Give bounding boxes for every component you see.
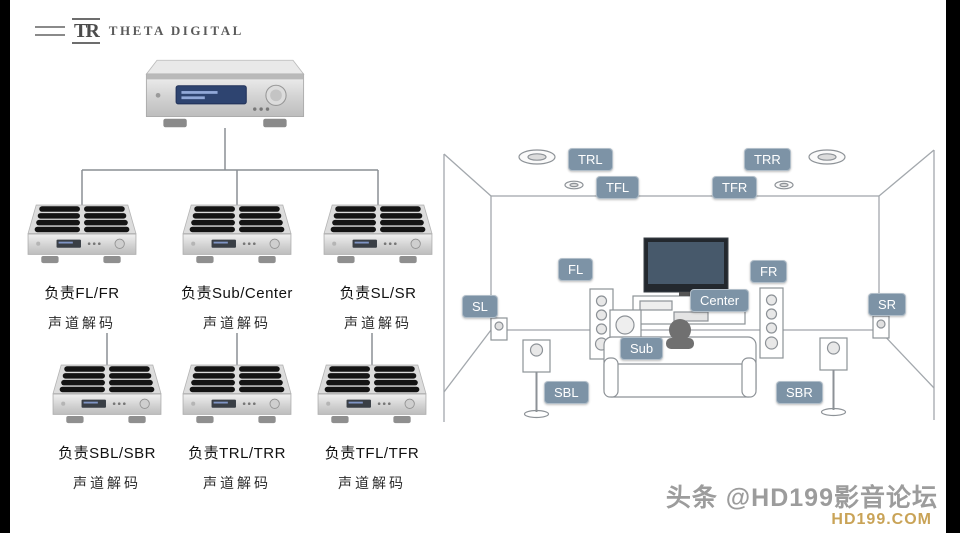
speaker-badge-tfl: TFL [596,176,640,199]
speaker-badge-center: Center [690,289,750,312]
left-letterbox-bar [0,0,10,533]
amp-role-label: 负责SL/SR [339,285,417,303]
tv-icon [643,237,729,296]
speaker-badge-sub: Sub [620,337,664,360]
ceiling-speaker-icons [518,149,846,190]
speaker-badge-tfr: TFR [712,176,758,199]
rear-stand-speaker-icons [522,337,848,419]
amplifier-unit-sub-center: 负责Sub/Center 声道解码 [172,203,302,333]
watermark-url: HD199.COM [831,511,932,528]
amp-sub-label: 声道解码 [343,315,412,332]
amplifier-unit-tfl-tfr: 负责TFL/TFR 声道解码 [307,363,437,493]
watermark: 头条 @HD199影音论坛 HD199.COM [666,478,938,529]
amplifier-image [323,204,433,264]
amp-role-label: 负责SBL/SBR [58,445,156,463]
logo-flourish-lines [35,26,65,36]
amp-role-label: 负责Sub/Center [181,285,293,303]
amplifier-image [52,364,162,424]
amplifier-unit-trl-trr: 负责TRL/TRR 声道解码 [172,363,302,493]
theta-logo-icon: TR [72,18,100,44]
speaker-badge-fl: FL [558,258,594,281]
brand-header: TR THETA DIGITAL [35,16,244,46]
speaker-badge-sbr: SBR [776,381,823,404]
room-line-art [443,149,935,422]
speaker-badge-sbl: SBL [544,381,589,404]
amp-sub-label: 声道解码 [47,315,116,332]
amplifier-image [182,364,292,424]
speaker-badge-trr: TRR [744,148,791,171]
amp-role-label: 负责TRL/TRR [188,445,286,463]
amp-role-label: 负责TFL/TFR [324,445,420,463]
amp-sub-label: 声道解码 [202,315,271,332]
listener-icon [666,319,694,349]
av-processor-art [145,59,305,128]
right-letterbox-bar [946,0,960,533]
subwoofer-icon [609,309,642,341]
amplifier-image [182,204,292,264]
amp-sub-label: 声道解码 [203,475,271,492]
amplifier-unit-fl-fr: 负责FL/FR 声道解码 [17,203,147,333]
speaker-badge-sl: SL [462,295,498,318]
amplifier-image [317,364,427,424]
speaker-badge-sr: SR [868,293,907,316]
speaker-badge-trl: TRL [568,148,613,171]
amp-sub-label: 声道解码 [338,475,406,492]
amplifier-unit-sl-sr: 负责SL/SR 声道解码 [313,203,443,333]
side-surround-speaker-icons [490,315,890,341]
room-diagram: TRL TRR TFL TFR FL FR SL SR Center Sub S… [443,140,935,432]
amp-sub-label: 声道解码 [73,475,141,492]
amplifier-unit-sbl-sbr: 负责SBL/SBR 声道解码 [42,363,172,493]
watermark-text: 头条 @HD199影音论坛 [665,484,938,512]
av-processor-image [140,56,310,133]
amp-role-label: 负责FL/FR [44,285,120,303]
brand-name: THETA DIGITAL [108,23,244,38]
amplifier-image [27,204,137,264]
speaker-badge-fr: FR [750,260,788,283]
